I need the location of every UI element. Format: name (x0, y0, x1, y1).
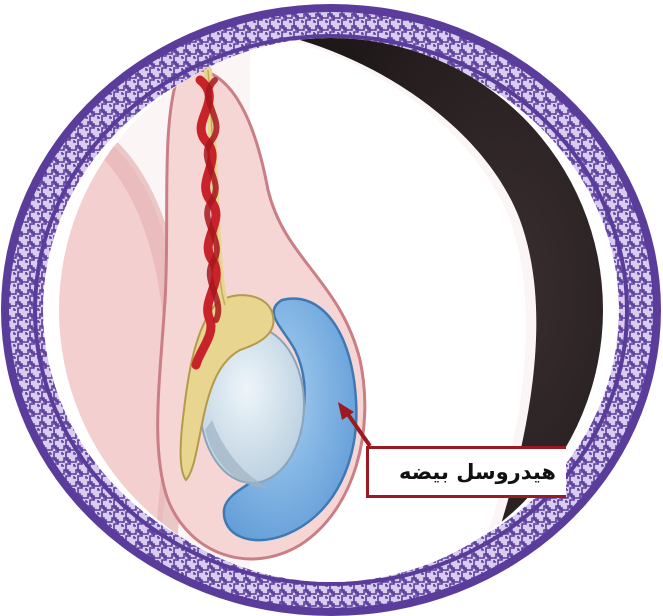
hydrocele-label-box: هیدروسل بیضه (366, 446, 566, 498)
hydrocele-label: هیدروسل بیضه (399, 460, 556, 484)
